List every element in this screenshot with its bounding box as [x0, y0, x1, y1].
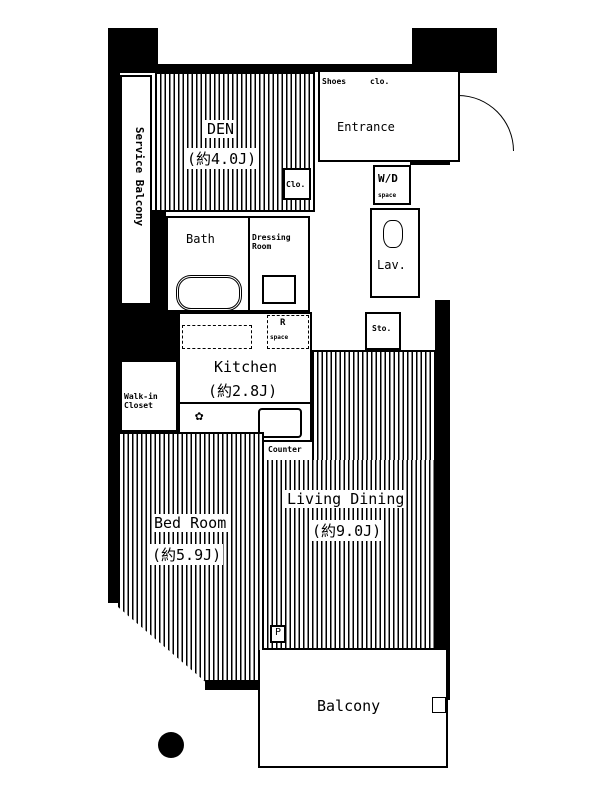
north-compass-icon: [158, 732, 184, 758]
bedroom-label: Bed Room: [152, 514, 229, 532]
entrance-label: Entrance: [335, 120, 397, 134]
kitchen-label: Kitchen: [212, 358, 280, 376]
balcony-label: Balcony: [315, 697, 383, 715]
wd-label: W/D: [378, 172, 398, 185]
entrance: [318, 72, 460, 162]
living-dining: [312, 350, 437, 462]
kitchen-size: (約2.8J): [206, 380, 280, 401]
sink-icon: [258, 408, 302, 438]
den-label: DEN: [205, 120, 237, 138]
living-dining-lower: [262, 460, 437, 650]
bath-label: Bath: [184, 232, 217, 246]
wall: [435, 300, 450, 700]
wall: [150, 210, 166, 310]
bathtub-icon: [176, 275, 242, 311]
service-balcony-label: Service Balcony: [133, 126, 147, 227]
storage-label: Sto.: [372, 324, 392, 333]
toilet-icon: [383, 220, 403, 248]
r-space-label: R: [280, 318, 286, 328]
walkin-label: Walk-in Closet: [124, 392, 169, 410]
living-label: Living Dining: [285, 490, 407, 508]
lav-label: Lav.: [375, 258, 408, 272]
dressing-label: Dressing Room: [252, 233, 302, 251]
closet-label: Clo.: [286, 180, 306, 189]
den-room: [155, 72, 315, 212]
r-space-sub: space: [270, 334, 289, 341]
stove-icon: ✿: [195, 408, 204, 424]
den-size: (約4.0J): [185, 148, 259, 169]
shoes-label: Shoes: [322, 77, 347, 86]
entry-door[interactable]: [458, 95, 514, 151]
drain-icon: [432, 697, 446, 713]
kitchen-counter: [180, 402, 310, 442]
refrigerator-space: [267, 315, 309, 349]
bedroom-size: (約5.9J): [150, 544, 224, 565]
washbasin-icon: [262, 275, 296, 304]
kitchen-storage: [182, 325, 252, 349]
entrance-closet-label: clo.: [370, 77, 390, 86]
counter-label: Counter: [268, 445, 302, 454]
pipe-space: P: [270, 625, 286, 643]
wd-space: [373, 165, 411, 205]
dressing-room: [248, 216, 310, 312]
living-size: (約9.0J): [310, 520, 384, 541]
wall: [108, 305, 178, 360]
wd-sub: space: [378, 192, 397, 199]
wall: [108, 64, 460, 72]
